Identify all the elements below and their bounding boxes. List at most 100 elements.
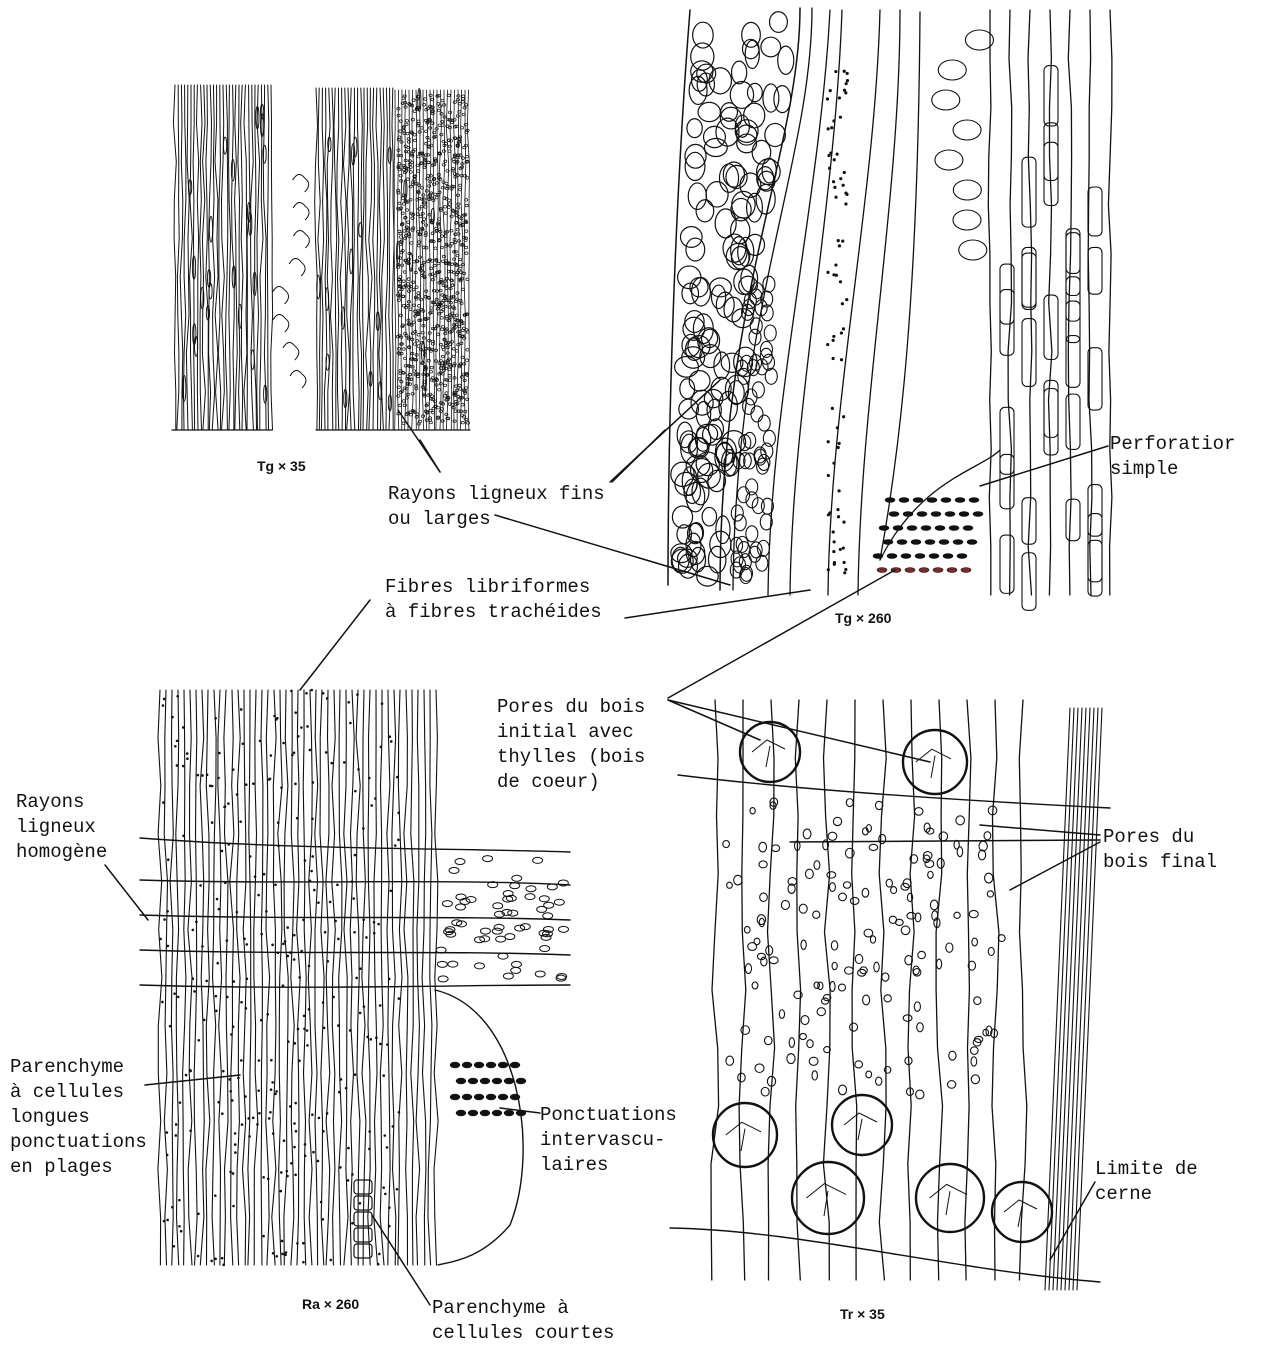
latewood-pore bbox=[764, 1036, 772, 1044]
dot bbox=[180, 1230, 183, 1233]
pit bbox=[455, 859, 465, 865]
ray-cell bbox=[423, 218, 426, 221]
dot bbox=[176, 740, 179, 743]
pit bbox=[947, 568, 957, 573]
dot bbox=[260, 933, 263, 936]
pit bbox=[957, 554, 967, 559]
dot bbox=[286, 1175, 289, 1178]
ray-cell bbox=[453, 420, 456, 423]
ray-cell bbox=[448, 375, 451, 378]
dot bbox=[303, 1015, 306, 1018]
dot bbox=[248, 1135, 251, 1138]
label-perforation-simple: Perforatior simple bbox=[1110, 432, 1235, 482]
dot bbox=[839, 177, 842, 180]
dot bbox=[260, 1019, 263, 1022]
dot bbox=[320, 1201, 323, 1204]
latewood-pore bbox=[845, 967, 854, 974]
pit bbox=[456, 904, 466, 910]
dot bbox=[179, 1101, 182, 1104]
fiber bbox=[209, 85, 212, 430]
dot bbox=[297, 1028, 300, 1031]
fiber bbox=[215, 85, 218, 430]
dot bbox=[845, 82, 848, 85]
fiber bbox=[318, 88, 321, 430]
dot bbox=[297, 735, 300, 738]
fiber bbox=[315, 88, 318, 430]
fiber bbox=[416, 690, 420, 1265]
dot bbox=[365, 936, 368, 939]
pit bbox=[967, 540, 977, 545]
ray-cell bbox=[444, 384, 447, 387]
dot bbox=[357, 768, 360, 771]
dot bbox=[354, 854, 357, 857]
fiber bbox=[320, 690, 324, 1265]
latewood-pore bbox=[954, 912, 960, 918]
dot bbox=[271, 1081, 274, 1084]
ray-cell bbox=[764, 325, 776, 341]
ray-cell bbox=[407, 290, 410, 293]
ray-cell bbox=[426, 177, 429, 180]
pit bbox=[905, 568, 915, 573]
dot bbox=[828, 511, 831, 514]
dot bbox=[163, 1220, 166, 1223]
dot bbox=[841, 239, 844, 242]
fiber bbox=[359, 88, 362, 430]
label-fibres-libriformes: Fibres libriformes à fibres trachéides bbox=[385, 575, 602, 625]
dot bbox=[290, 1162, 293, 1165]
dot bbox=[223, 806, 226, 809]
dot bbox=[383, 1134, 386, 1137]
ray-cell bbox=[465, 230, 468, 233]
latewood-pore bbox=[969, 910, 978, 917]
pit bbox=[883, 540, 893, 545]
latewood-pore bbox=[862, 888, 869, 897]
fiber bbox=[257, 85, 260, 430]
latewood-pore bbox=[988, 947, 994, 955]
vessel-outline bbox=[273, 314, 289, 332]
dot bbox=[840, 331, 843, 334]
pit bbox=[543, 913, 553, 919]
fiber bbox=[190, 85, 193, 430]
dot bbox=[240, 1001, 243, 1004]
pit bbox=[959, 512, 969, 517]
dot bbox=[322, 692, 325, 695]
vessel-outline bbox=[289, 258, 305, 276]
pit bbox=[503, 973, 513, 979]
intervessel-pit bbox=[480, 1078, 490, 1084]
dot bbox=[162, 704, 165, 707]
dot bbox=[166, 1131, 169, 1134]
dot bbox=[237, 1077, 240, 1080]
latewood-pore bbox=[752, 982, 758, 989]
dot bbox=[231, 1099, 234, 1102]
dot bbox=[263, 873, 266, 876]
dot bbox=[363, 1005, 366, 1008]
fiber bbox=[379, 88, 382, 430]
dot bbox=[827, 474, 830, 477]
dot bbox=[304, 1154, 307, 1157]
dot bbox=[221, 850, 224, 853]
dot bbox=[843, 571, 846, 574]
pit bbox=[973, 512, 983, 517]
parenchyma-cell bbox=[1022, 247, 1036, 309]
dot bbox=[203, 1019, 206, 1022]
dot bbox=[273, 715, 276, 718]
latewood-pore bbox=[869, 844, 878, 850]
dot bbox=[182, 726, 185, 729]
intervessel-pit bbox=[504, 1110, 514, 1116]
dot bbox=[398, 1111, 401, 1114]
intervessel-pit bbox=[450, 1062, 460, 1068]
dot bbox=[370, 1038, 373, 1041]
fiber bbox=[271, 85, 273, 430]
dot bbox=[298, 976, 301, 979]
fiber bbox=[170, 690, 173, 1265]
latewood-pore bbox=[971, 1075, 979, 1084]
ray-cell bbox=[448, 199, 451, 202]
dot bbox=[232, 980, 235, 983]
dot bbox=[222, 1264, 225, 1267]
cell-wall bbox=[790, 10, 842, 595]
dot bbox=[230, 1033, 233, 1036]
pit bbox=[505, 934, 515, 940]
dot bbox=[843, 171, 846, 174]
dot bbox=[173, 1245, 176, 1248]
thylose bbox=[953, 120, 981, 140]
ray-cell bbox=[693, 22, 714, 48]
